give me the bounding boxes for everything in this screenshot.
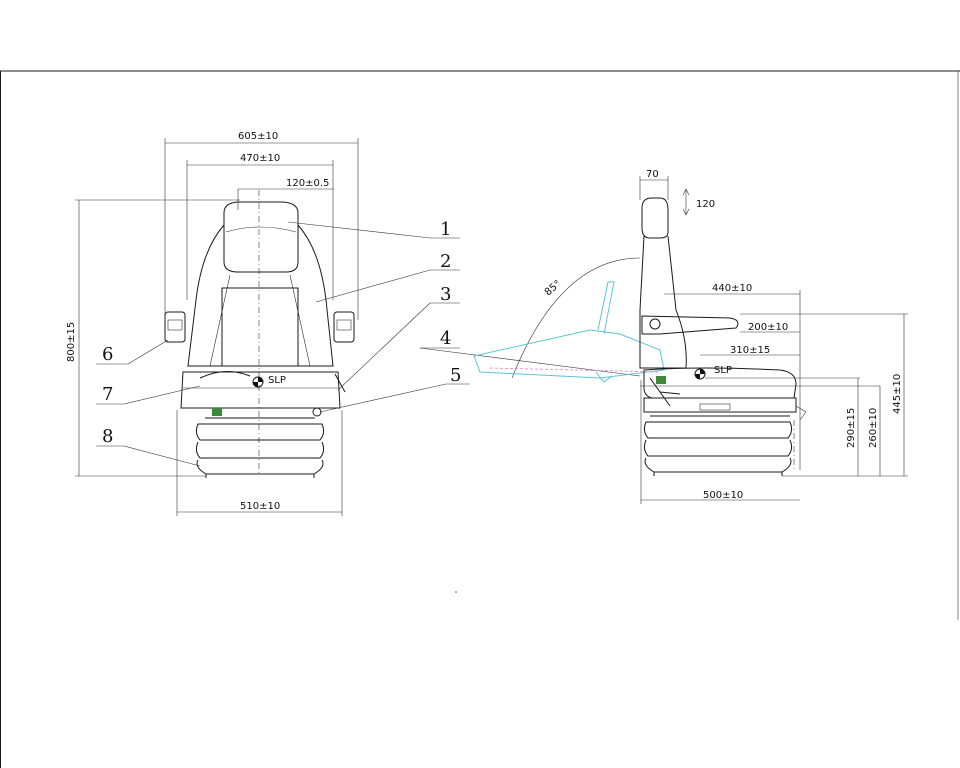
seat-handle	[199, 371, 251, 379]
dim-headrest-travel: 120	[682, 188, 715, 216]
dim-base-width: 510±10	[176, 410, 343, 516]
backrest	[187, 224, 334, 367]
side-mechanism	[643, 376, 807, 421]
callout-3: 3	[440, 284, 451, 305]
dim-height: 800±15	[66, 199, 240, 477]
speck	[455, 591, 457, 593]
callout-5: 5	[450, 365, 461, 386]
callout-7: 7	[102, 384, 113, 405]
armrest-length-label: 440±10	[712, 283, 752, 294]
bolt-right	[312, 407, 322, 417]
headrest-travel-label: 120	[696, 199, 715, 210]
overall-width-label: 605±10	[238, 131, 278, 142]
side-headrest	[641, 197, 669, 239]
backrest-inner-left	[209, 274, 231, 367]
side-view: 70 120 85°	[473, 169, 908, 504]
side-backrest	[639, 235, 687, 369]
adjust-lever	[334, 373, 346, 393]
dim-overall-width: 605±10	[164, 131, 359, 320]
front-view: 605±10 470±10 120±0.5 800±15 510±10	[66, 131, 641, 516]
callout-2: 2	[440, 251, 451, 272]
base-width-label: 510±10	[240, 501, 280, 512]
dim-armrest-length: 440±10	[664, 283, 801, 470]
sheet-border	[0, 70, 960, 768]
suspension-bellows	[195, 417, 325, 478]
dim-headrest-width: 120±0.5	[237, 178, 334, 210]
callout-8: 8	[102, 426, 113, 447]
left-armrest	[164, 311, 186, 343]
armrest-width-label: 470±10	[240, 153, 280, 164]
seat-depth-label: 310±15	[730, 345, 770, 356]
headrest-thickness-label: 70	[646, 169, 659, 180]
slp-label-side: SLP	[714, 365, 732, 376]
armrest-height-label: 200±10	[748, 322, 788, 333]
side-bellows	[643, 415, 795, 476]
backrest-inner-right	[289, 274, 311, 367]
dim-base-depth: 500±10	[640, 380, 800, 504]
reclined-backrest-ghost	[473, 281, 665, 383]
slp-label-front: SLP	[268, 375, 286, 386]
dim-armrest-width: 470±10	[186, 153, 334, 300]
dim-seat-height-2: 260±10	[868, 386, 881, 476]
armrest-top-height-label: 445±10	[892, 374, 903, 414]
green-fitting	[212, 408, 222, 416]
slp-marker: SLP	[252, 375, 286, 388]
lumbar-panel	[221, 287, 299, 367]
recline-angle: 85°	[511, 257, 641, 379]
right-armrest	[333, 311, 355, 343]
headrest	[223, 201, 299, 273]
side-seat-cushion	[643, 367, 797, 399]
headrest-width-label: 120±0.5	[286, 178, 329, 189]
dim-armrest-height: 200±10	[740, 322, 800, 333]
seat-cushion	[180, 371, 341, 409]
slp-marker-side: SLP	[694, 365, 732, 380]
callout-4: 4	[440, 328, 451, 349]
height-label: 800±15	[66, 322, 77, 362]
seat-height-2-label: 260±10	[868, 408, 879, 448]
base-depth-label: 500±10	[703, 490, 743, 501]
headrest-seam	[225, 226, 297, 233]
seat-height-1-label: 290±15	[846, 408, 857, 448]
dim-seat-depth: 310±15	[700, 345, 800, 356]
callout-1: 1	[440, 219, 451, 240]
callout-6: 6	[102, 344, 113, 365]
side-armrest	[641, 315, 739, 335]
dim-headrest-thickness: 70	[639, 169, 669, 200]
dim-armrest-top-height: 445±10	[740, 313, 908, 476]
dim-seat-height-1: 290±15	[846, 378, 859, 476]
